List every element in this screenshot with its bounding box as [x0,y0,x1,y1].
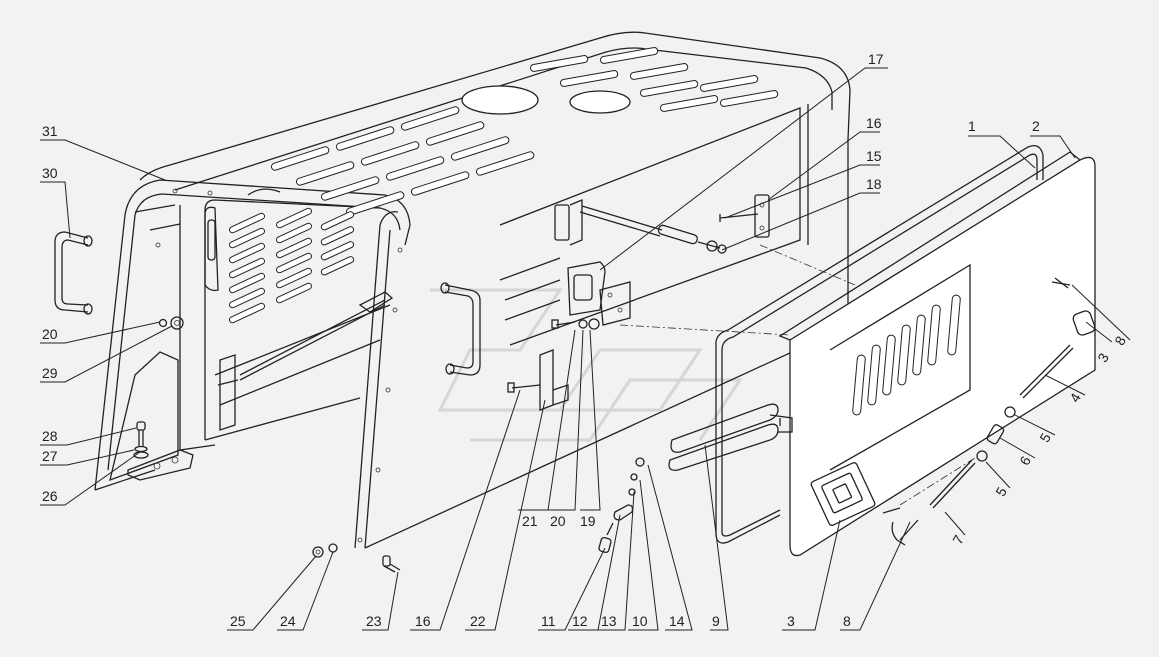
callout-19: 19 [580,513,596,529]
gas-strut-assembly [499,194,770,411]
callout-16-top: 16 [866,115,882,131]
washer-nut-20-29 [158,316,184,330]
callout-8-right: 8 [1111,333,1129,348]
callout-28: 28 [42,428,58,444]
callout-6: 6 [1016,453,1034,468]
callout-13: 13 [601,613,617,629]
watermark-logo [430,288,743,442]
callout-14: 14 [669,613,685,629]
side-panel-2 [778,151,1096,557]
callout-5-upper: 5 [1036,430,1054,445]
callout-24: 24 [280,613,296,629]
callout-18: 18 [866,176,882,192]
callout-31: 31 [42,123,58,139]
bracket-26-28 [127,421,194,481]
hood-body [94,31,851,549]
grab-tube-16 [440,282,481,376]
callout-9: 9 [712,613,720,629]
hinge-arms-9 [668,403,793,471]
callout-27: 27 [42,448,58,464]
callout-4: 4 [1066,390,1084,405]
callout-21: 21 [522,513,538,529]
callout-5-lower: 5 [992,484,1010,499]
callout-26: 26 [42,488,58,504]
callout-23: 23 [366,613,382,629]
fasteners-23-25 [312,543,401,573]
callout-3-bottom: 3 [787,613,795,629]
callout-29: 29 [42,365,58,381]
callout-20-center: 20 [550,513,566,529]
callout-20-left: 20 [42,326,58,342]
callout-15: 15 [866,148,882,164]
top-vent-slots [270,47,779,216]
callout-17: 17 [868,51,884,67]
callout-3-right: 3 [1094,350,1112,365]
assembly-centerlines [619,244,976,506]
callout-16-bottom: 16 [415,613,431,629]
callout-12: 12 [572,613,588,629]
callout-30: 30 [42,165,58,181]
handle-30 [54,231,93,315]
front-vent-slots [228,207,355,324]
callout-1: 1 [968,118,976,134]
fasteners-10-14 [598,457,645,554]
leader-lines [40,67,1131,631]
callout-8-bottom: 8 [843,613,851,629]
callout-11: 11 [541,613,556,629]
callout-labels: 1 2 3 8 4 5 6 5 7 3 8 9 14 10 13 12 11 1… [42,51,1129,629]
callout-22: 22 [470,613,486,629]
callout-25: 25 [230,613,246,629]
callout-2: 2 [1032,118,1040,134]
callout-10: 10 [632,613,648,629]
